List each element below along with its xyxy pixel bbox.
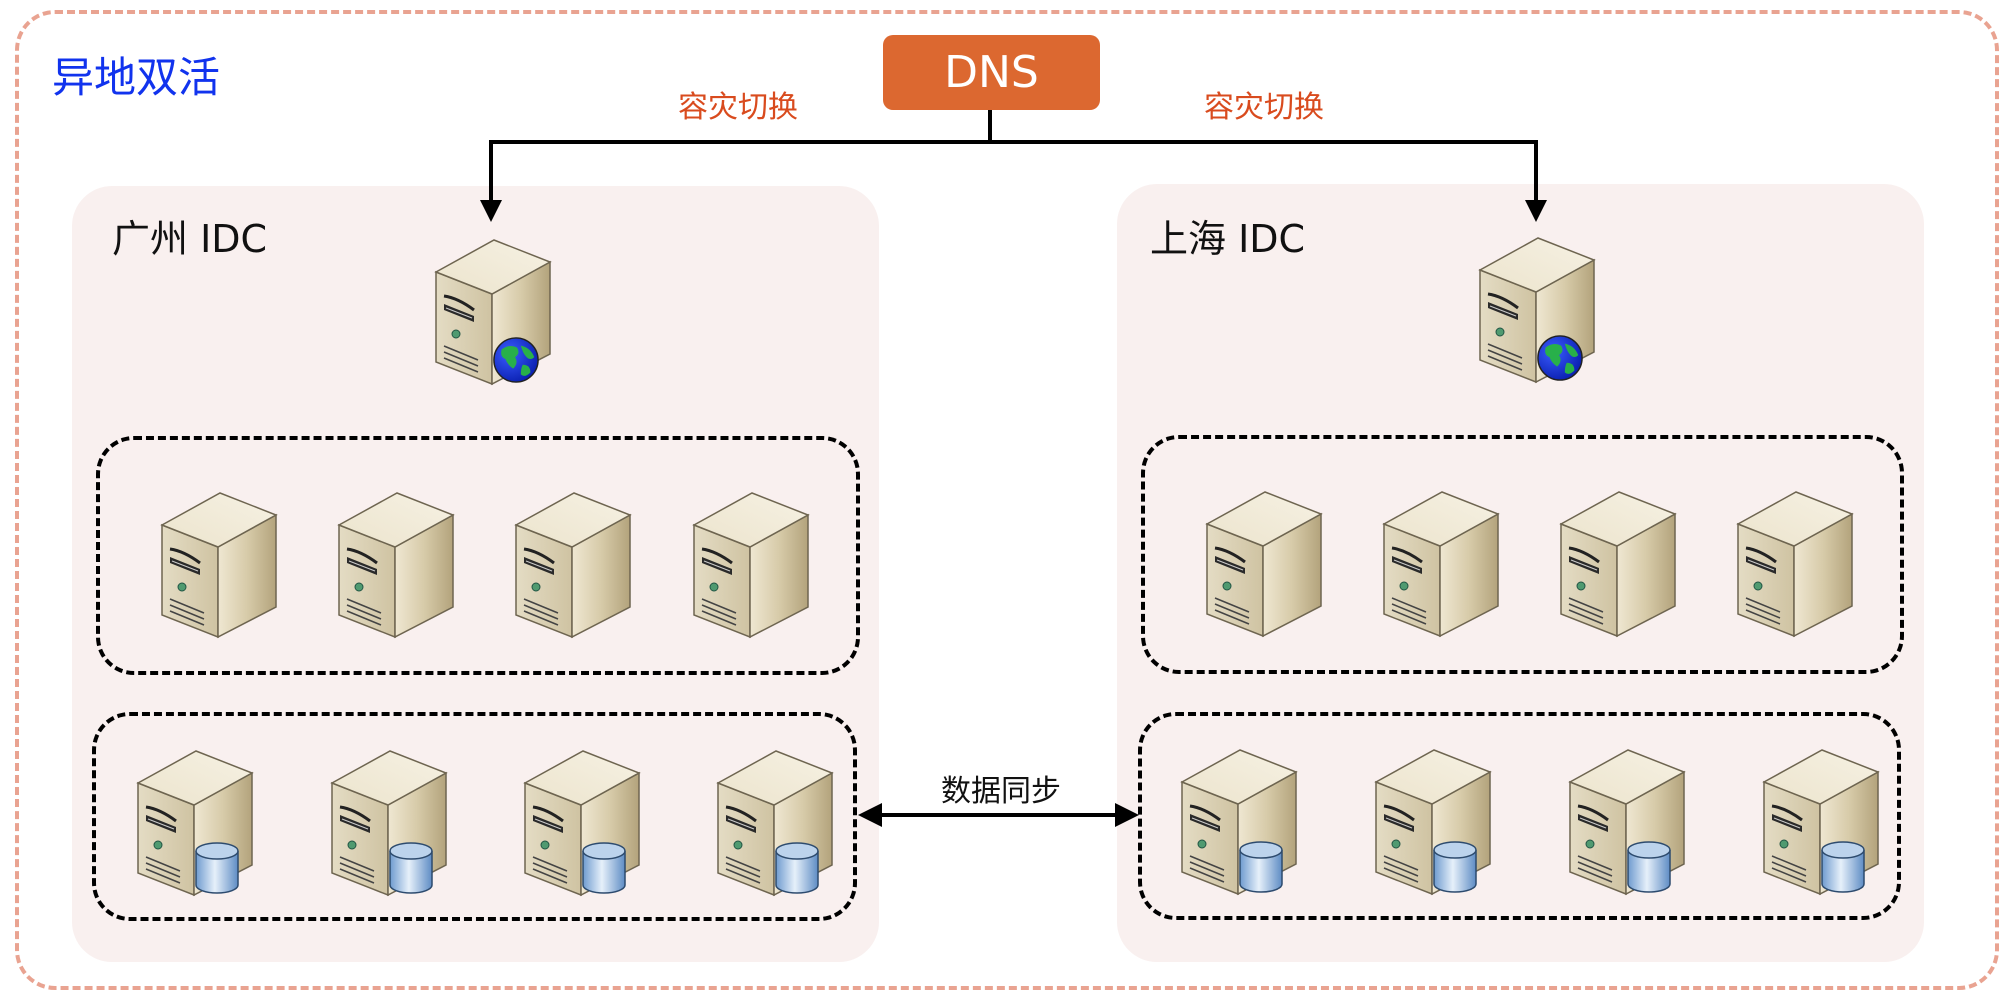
database-icon — [1820, 840, 1866, 894]
idc-label-guangzhou: 广州 IDC — [112, 217, 268, 261]
app-server[interactable] — [1559, 476, 1677, 638]
app-server[interactable] — [1736, 476, 1854, 638]
database-icon — [774, 841, 820, 895]
globe-icon — [1536, 334, 1584, 382]
db-server[interactable] — [1180, 734, 1298, 896]
database-icon — [1626, 840, 1672, 894]
server-icon — [160, 477, 278, 639]
db-server[interactable] — [1568, 734, 1686, 896]
db-server[interactable] — [1374, 734, 1492, 896]
database-icon — [1238, 840, 1284, 894]
db-server[interactable] — [330, 735, 448, 897]
db-server[interactable] — [136, 735, 254, 897]
app-server-group-guangzhou — [96, 436, 860, 675]
server-icon — [337, 477, 455, 639]
web-server-shanghai[interactable] — [1478, 222, 1596, 384]
dns-label: DNS — [944, 47, 1039, 98]
db-server-group-shanghai — [1138, 712, 1901, 920]
failover-arrowhead-shanghai — [1525, 200, 1547, 222]
failover-label-left: 容灾切换 — [678, 90, 798, 125]
app-server[interactable] — [1382, 476, 1500, 638]
failover-line-guangzhou — [489, 140, 990, 205]
data-sync-label: 数据同步 — [941, 774, 1061, 809]
active-active-outer-frame — [15, 10, 1999, 990]
globe-icon — [492, 336, 540, 384]
app-server[interactable] — [692, 477, 810, 639]
database-icon — [581, 841, 627, 895]
data-sync-arrowhead-right — [1115, 803, 1139, 827]
diagram-title: 异地双活 — [52, 53, 221, 102]
server-icon — [692, 477, 810, 639]
app-server-group-shanghai — [1141, 435, 1904, 674]
server-icon — [1382, 476, 1500, 638]
idc-label-shanghai: 上海 IDC — [1150, 217, 1306, 261]
server-icon — [1205, 476, 1323, 638]
db-server[interactable] — [1762, 734, 1880, 896]
server-icon — [514, 477, 632, 639]
app-server[interactable] — [1205, 476, 1323, 638]
db-server[interactable] — [523, 735, 641, 897]
db-server[interactable] — [716, 735, 834, 897]
app-server[interactable] — [160, 477, 278, 639]
server-icon — [1736, 476, 1854, 638]
app-server[interactable] — [337, 477, 455, 639]
web-server-guangzhou[interactable] — [434, 224, 552, 386]
failover-arrowhead-guangzhou — [480, 200, 502, 222]
database-icon — [1432, 840, 1478, 894]
failover-line-shanghai — [990, 140, 1538, 205]
db-server-group-guangzhou — [92, 712, 857, 921]
database-icon — [388, 841, 434, 895]
app-server[interactable] — [514, 477, 632, 639]
dns-node[interactable]: DNS — [883, 35, 1100, 110]
server-icon — [1559, 476, 1677, 638]
data-sync-arrowhead-left — [858, 803, 882, 827]
database-icon — [194, 841, 240, 895]
failover-label-right: 容灾切换 — [1204, 90, 1324, 125]
